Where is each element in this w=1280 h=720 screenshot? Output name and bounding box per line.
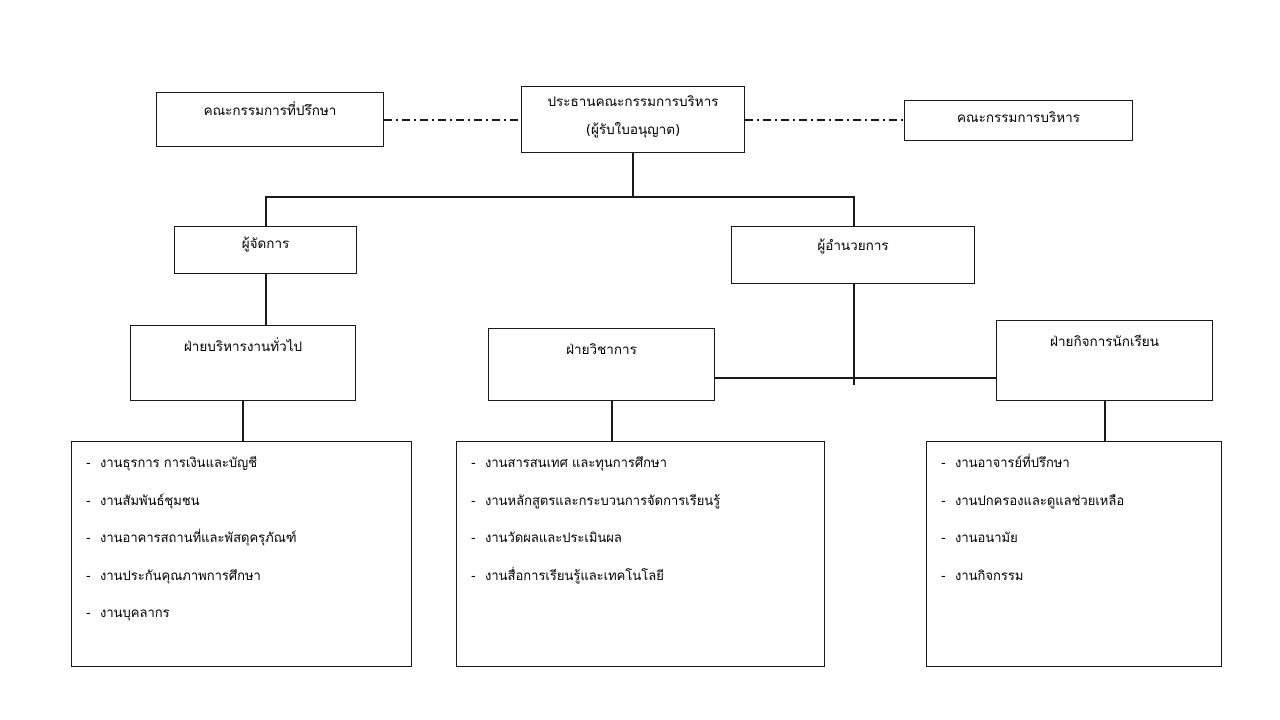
- node-general-affairs-department-label: ฝ่ายบริหารงานทั่วไป: [183, 339, 303, 355]
- bullet-dash: -: [941, 493, 946, 509]
- node-director-label: ผู้อำนวยการ: [817, 238, 889, 254]
- connector-academic-to-list: [611, 400, 613, 442]
- list-item-label: งานสัมพันธ์ชุมชน: [100, 493, 200, 509]
- bullet-dash: -: [86, 568, 91, 584]
- connector-advisory-to-chairman: [384, 119, 521, 121]
- node-executive-committee-label: คณะกรรมการบริหาร: [957, 110, 1080, 126]
- node-academic-department[interactable]: ฝ่ายวิชาการ: [488, 328, 715, 401]
- bullet-dash: -: [471, 531, 476, 547]
- connector-chairman-stem: [632, 153, 634, 197]
- list-item-label: งานอาคารสถานที่และพัสดุครุภัณฑ์: [100, 531, 297, 547]
- list-student-affairs-tasks: - งานอาจารย์ที่ปรึกษา - งานปกครองและดูแล…: [926, 441, 1222, 667]
- node-manager-label: ผู้จัดการ: [241, 236, 290, 252]
- node-student-affairs-department[interactable]: ฝ่ายกิจการนักเรียน: [996, 320, 1213, 401]
- list-item: - งานบุคลากร: [86, 606, 401, 622]
- connector-level2-bus: [265, 196, 854, 198]
- connector-general-affairs-to-list: [242, 400, 244, 442]
- list-item: - งานสัมพันธ์ชุมชน: [86, 494, 401, 510]
- node-general-affairs-department[interactable]: ฝ่ายบริหารงานทั่วไป: [130, 325, 356, 401]
- list-general-affairs-tasks: - งานธุรการ การเงินและบัญชี - งานสัมพันธ…: [71, 441, 412, 667]
- bullet-dash: -: [471, 456, 476, 471]
- student-affairs-task-list: - งานอาจารย์ที่ปรึกษา - งานปกครองและดูแล…: [941, 456, 1211, 584]
- bullet-dash: -: [471, 568, 476, 584]
- bullet-dash: -: [86, 606, 91, 622]
- node-advisory-committee[interactable]: คณะกรรมการที่ปรึกษา: [156, 92, 384, 147]
- bullet-dash: -: [471, 493, 476, 509]
- bullet-dash: -: [941, 456, 946, 471]
- list-item-label: งานประกันคุณภาพการศึกษา: [100, 568, 261, 584]
- node-advisory-committee-label: คณะกรรมการที่ปรึกษา: [203, 103, 337, 119]
- connector-bus-to-manager: [265, 196, 267, 226]
- list-item-label: งานหลักสูตรและกระบวนการจัดการเรียนรู้: [485, 493, 721, 509]
- connector-level3-bus: [715, 377, 996, 379]
- bullet-dash: -: [86, 531, 91, 547]
- list-item: - งานวัดผลและประเมินผล: [471, 531, 814, 547]
- bullet-dash: -: [941, 568, 946, 584]
- list-item-label: งานปกครองและดูแลช่วยเหลือ: [955, 493, 1125, 509]
- node-manager[interactable]: ผู้จัดการ: [174, 226, 357, 274]
- node-chairman-label-line1: ประธานคณะกรรมการบริหาร: [547, 94, 719, 110]
- list-item-label: งานสารสนเทศ และทุนการศึกษา: [485, 456, 667, 471]
- node-student-affairs-department-label: ฝ่ายกิจการนักเรียน: [1050, 334, 1159, 350]
- list-item: - งานหลักสูตรและกระบวนการจัดการเรียนรู้: [471, 494, 814, 510]
- bullet-dash: -: [941, 531, 946, 547]
- connector-student-affairs-to-list: [1104, 400, 1106, 442]
- node-director[interactable]: ผู้อำนวยการ: [731, 226, 975, 284]
- bullet-dash: -: [86, 493, 91, 509]
- list-item-label: งานกิจกรรม: [955, 568, 1024, 584]
- list-item-label: งานสื่อการเรียนรู้และเทคโนโลยี: [485, 568, 664, 584]
- bullet-dash: -: [86, 456, 91, 471]
- list-item: - งานประกันคุณภาพการศึกษา: [86, 569, 401, 585]
- connector-manager-to-general-affairs: [265, 274, 267, 326]
- list-item: - งานสื่อการเรียนรู้และเทคโนโลยี: [471, 569, 814, 585]
- list-item-label: งานอนามัย: [955, 531, 1018, 547]
- node-executive-committee[interactable]: คณะกรรมการบริหาร: [904, 100, 1133, 141]
- list-item: - งานสารสนเทศ และทุนการศึกษา: [471, 456, 814, 472]
- list-item: - งานกิจกรรม: [941, 569, 1211, 585]
- list-academic-tasks: - งานสารสนเทศ และทุนการศึกษา - งานหลักสู…: [456, 441, 825, 667]
- node-chairman[interactable]: ประธานคณะกรรมการบริหาร (ผู้รับใบอนุญาต): [521, 86, 745, 153]
- connector-bus-to-director: [853, 196, 855, 226]
- list-item: - งานธุรการ การเงินและบัญชี: [86, 456, 401, 472]
- connector-chairman-to-executive-committee: [745, 119, 904, 121]
- academic-task-list: - งานสารสนเทศ และทุนการศึกษา - งานหลักสู…: [471, 456, 814, 584]
- list-item-label: งานบุคลากร: [100, 606, 170, 622]
- list-item: - งานอนามัย: [941, 531, 1211, 547]
- list-item: - งานปกครองและดูแลช่วยเหลือ: [941, 494, 1211, 510]
- list-item-label: งานธุรการ การเงินและบัญชี: [100, 456, 258, 471]
- list-item: - งานอาคารสถานที่และพัสดุครุภัณฑ์: [86, 531, 401, 547]
- node-academic-department-label: ฝ่ายวิชาการ: [566, 342, 637, 358]
- list-item-label: งานอาจารย์ที่ปรึกษา: [955, 456, 1070, 471]
- connector-director-stem: [853, 283, 855, 385]
- node-chairman-label-line2: (ผู้รับใบอนุญาต): [585, 121, 681, 138]
- list-item: - งานอาจารย์ที่ปรึกษา: [941, 456, 1211, 472]
- general-affairs-task-list: - งานธุรการ การเงินและบัญชี - งานสัมพันธ…: [86, 456, 401, 622]
- list-item-label: งานวัดผลและประเมินผล: [485, 531, 622, 547]
